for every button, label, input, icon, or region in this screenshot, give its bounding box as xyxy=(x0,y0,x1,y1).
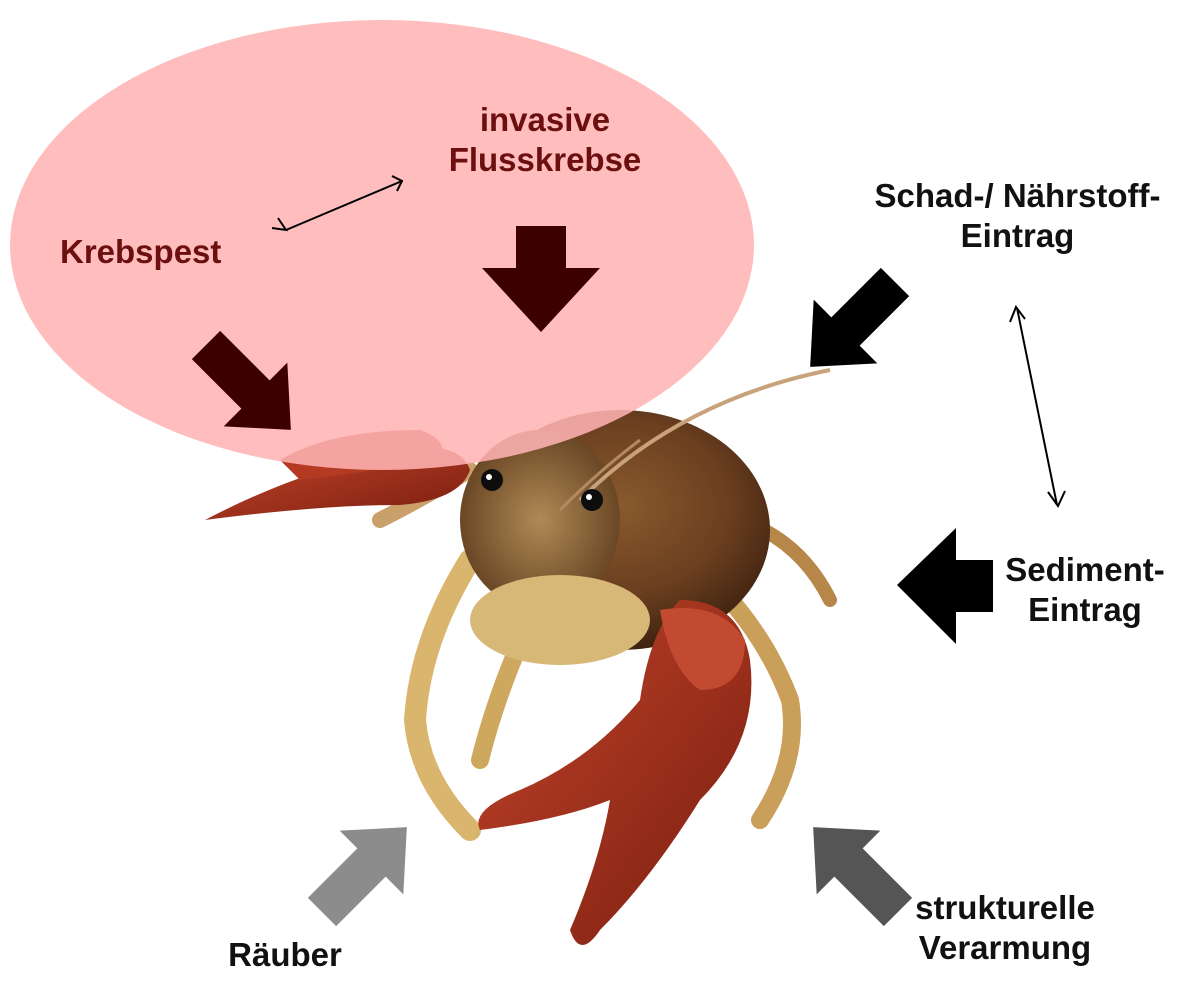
invasive-line2: Flusskrebse xyxy=(420,140,670,180)
invasive-line1: invasive xyxy=(420,100,670,140)
schad-sediment-double-arrow xyxy=(1010,307,1065,506)
schad-line1: Schad-/ Nährstoff- xyxy=(850,176,1185,216)
sediment-line1: Sediment- xyxy=(990,550,1180,590)
sediment-eintrag-label: Sediment- Eintrag xyxy=(990,550,1180,629)
arrow-left-icon xyxy=(897,528,993,644)
arrow-up-right-icon xyxy=(290,795,438,943)
raeuber-label: Räuber xyxy=(195,935,375,975)
strukturelle-line1: strukturelle xyxy=(880,888,1130,928)
strukturelle-line2: Verarmung xyxy=(880,928,1130,968)
schad-line2: Eintrag xyxy=(850,216,1185,256)
invasive-flusskrebse-label: invasive Flusskrebse xyxy=(420,100,670,179)
strukturelle-verarmung-label: strukturelle Verarmung xyxy=(880,888,1130,967)
schad-naehrstoff-eintrag-label: Schad-/ Nährstoff- Eintrag xyxy=(850,176,1185,255)
krebspest-label: Krebspest xyxy=(60,232,260,272)
sediment-line2: Eintrag xyxy=(990,590,1180,630)
